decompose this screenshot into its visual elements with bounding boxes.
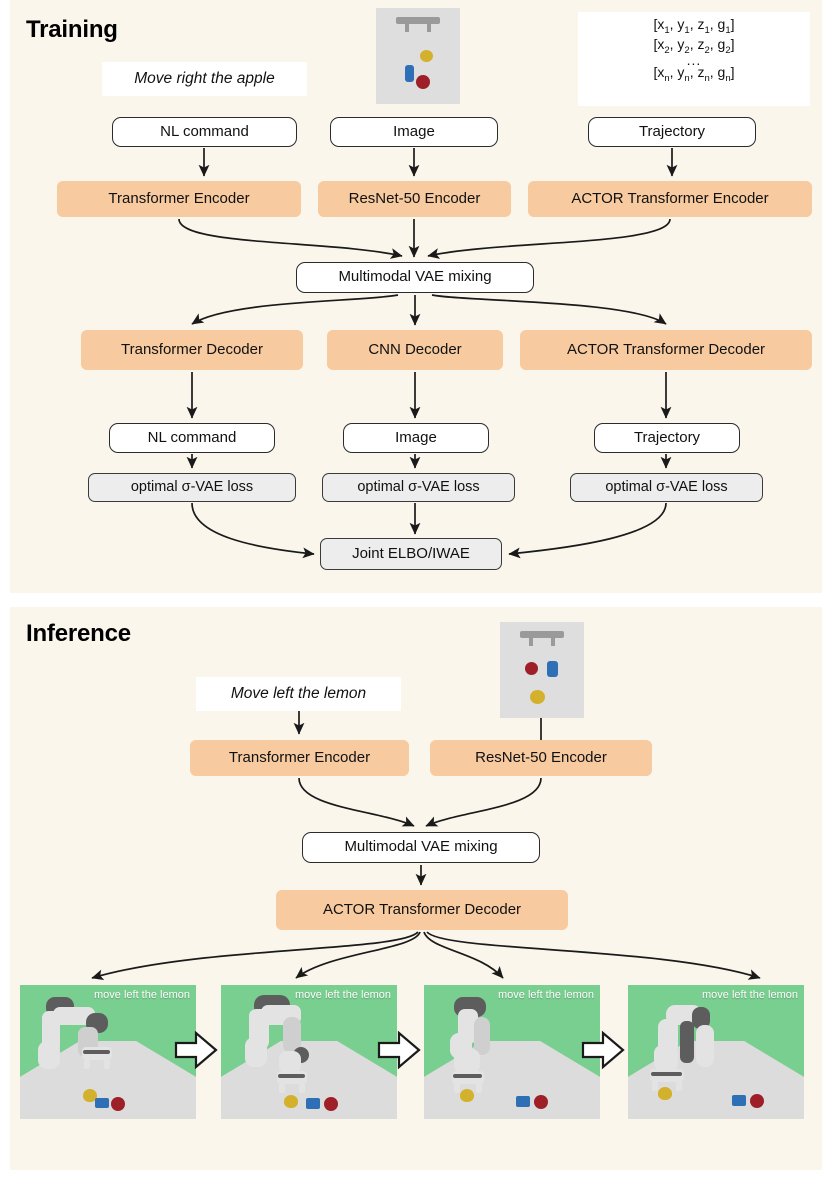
training-actor-transformer-decoder[interactable]: ACTOR Transformer Decoder	[520, 330, 812, 370]
inference-resnet50-encoder[interactable]: ResNet-50 Encoder	[430, 740, 652, 776]
inference-nl-prompt: Move left the lemon	[196, 677, 401, 711]
training-output-nl-command[interactable]: NL command	[109, 423, 275, 453]
training-input-image[interactable]: Image	[330, 117, 498, 147]
training-transformer-encoder[interactable]: Transformer Encoder	[57, 181, 301, 217]
frame-caption: move left the lemon	[702, 989, 798, 1001]
inference-actor-transformer-decoder[interactable]: ACTOR Transformer Decoder	[276, 890, 568, 930]
training-actor-transformer-encoder[interactable]: ACTOR Transformer Encoder	[528, 181, 812, 217]
inference-transformer-encoder[interactable]: Transformer Encoder	[190, 740, 409, 776]
step-arrow-icon-1	[174, 1030, 218, 1070]
training-loss-image[interactable]: optimal σ-VAE loss	[322, 473, 515, 502]
frame-caption: move left the lemon	[498, 989, 594, 1001]
step-arrow-icon-3	[581, 1030, 625, 1070]
training-scene-thumbnail	[376, 8, 460, 104]
training-loss-trajectory[interactable]: optimal σ-VAE loss	[570, 473, 763, 502]
inference-scene-thumbnail	[500, 622, 584, 718]
training-multimodal-vae-mixing[interactable]: Multimodal VAE mixing	[296, 262, 534, 293]
trajectory-row-2: [x2, y2, z2, g2]	[653, 36, 735, 57]
frame-caption: move left the lemon	[94, 989, 190, 1001]
step-arrow-icon-2	[377, 1030, 421, 1070]
training-resnet50-encoder[interactable]: ResNet-50 Encoder	[318, 181, 511, 217]
training-output-trajectory[interactable]: Trajectory	[594, 423, 740, 453]
training-output-image[interactable]: Image	[343, 423, 489, 453]
training-nl-prompt: Move right the apple	[102, 62, 307, 96]
rollout-frame-4: move left the lemon	[628, 985, 804, 1119]
trajectory-row-1: [x1, y1, z1, g1]	[653, 16, 735, 36]
inference-section-title: Inference	[26, 620, 131, 647]
inference-multimodal-vae-mixing[interactable]: Multimodal VAE mixing	[302, 832, 540, 863]
trajectory-row-n: [xn, yn, zn, gn]	[653, 63, 735, 84]
training-input-trajectory[interactable]: Trajectory	[588, 117, 756, 147]
rollout-frame-3: move left the lemon	[424, 985, 600, 1119]
training-section-title: Training	[26, 16, 118, 43]
rollout-frame-1: move left the lemon	[20, 985, 196, 1119]
training-cnn-decoder[interactable]: CNN Decoder	[327, 330, 503, 370]
training-input-nl-command[interactable]: NL command	[112, 117, 297, 147]
trajectory-ellipsis: ...	[686, 51, 702, 68]
training-joint-elbo-iwae[interactable]: Joint ELBO/IWAE	[320, 538, 502, 570]
training-trajectory-box: [x1, y1, z1, g1] [x2, y2, z2, g2] ... [x…	[578, 12, 810, 106]
rollout-frame-2: move left the lemon	[221, 985, 397, 1119]
training-loss-nl[interactable]: optimal σ-VAE loss	[88, 473, 296, 502]
training-transformer-decoder[interactable]: Transformer Decoder	[81, 330, 303, 370]
frame-caption: move left the lemon	[295, 989, 391, 1001]
